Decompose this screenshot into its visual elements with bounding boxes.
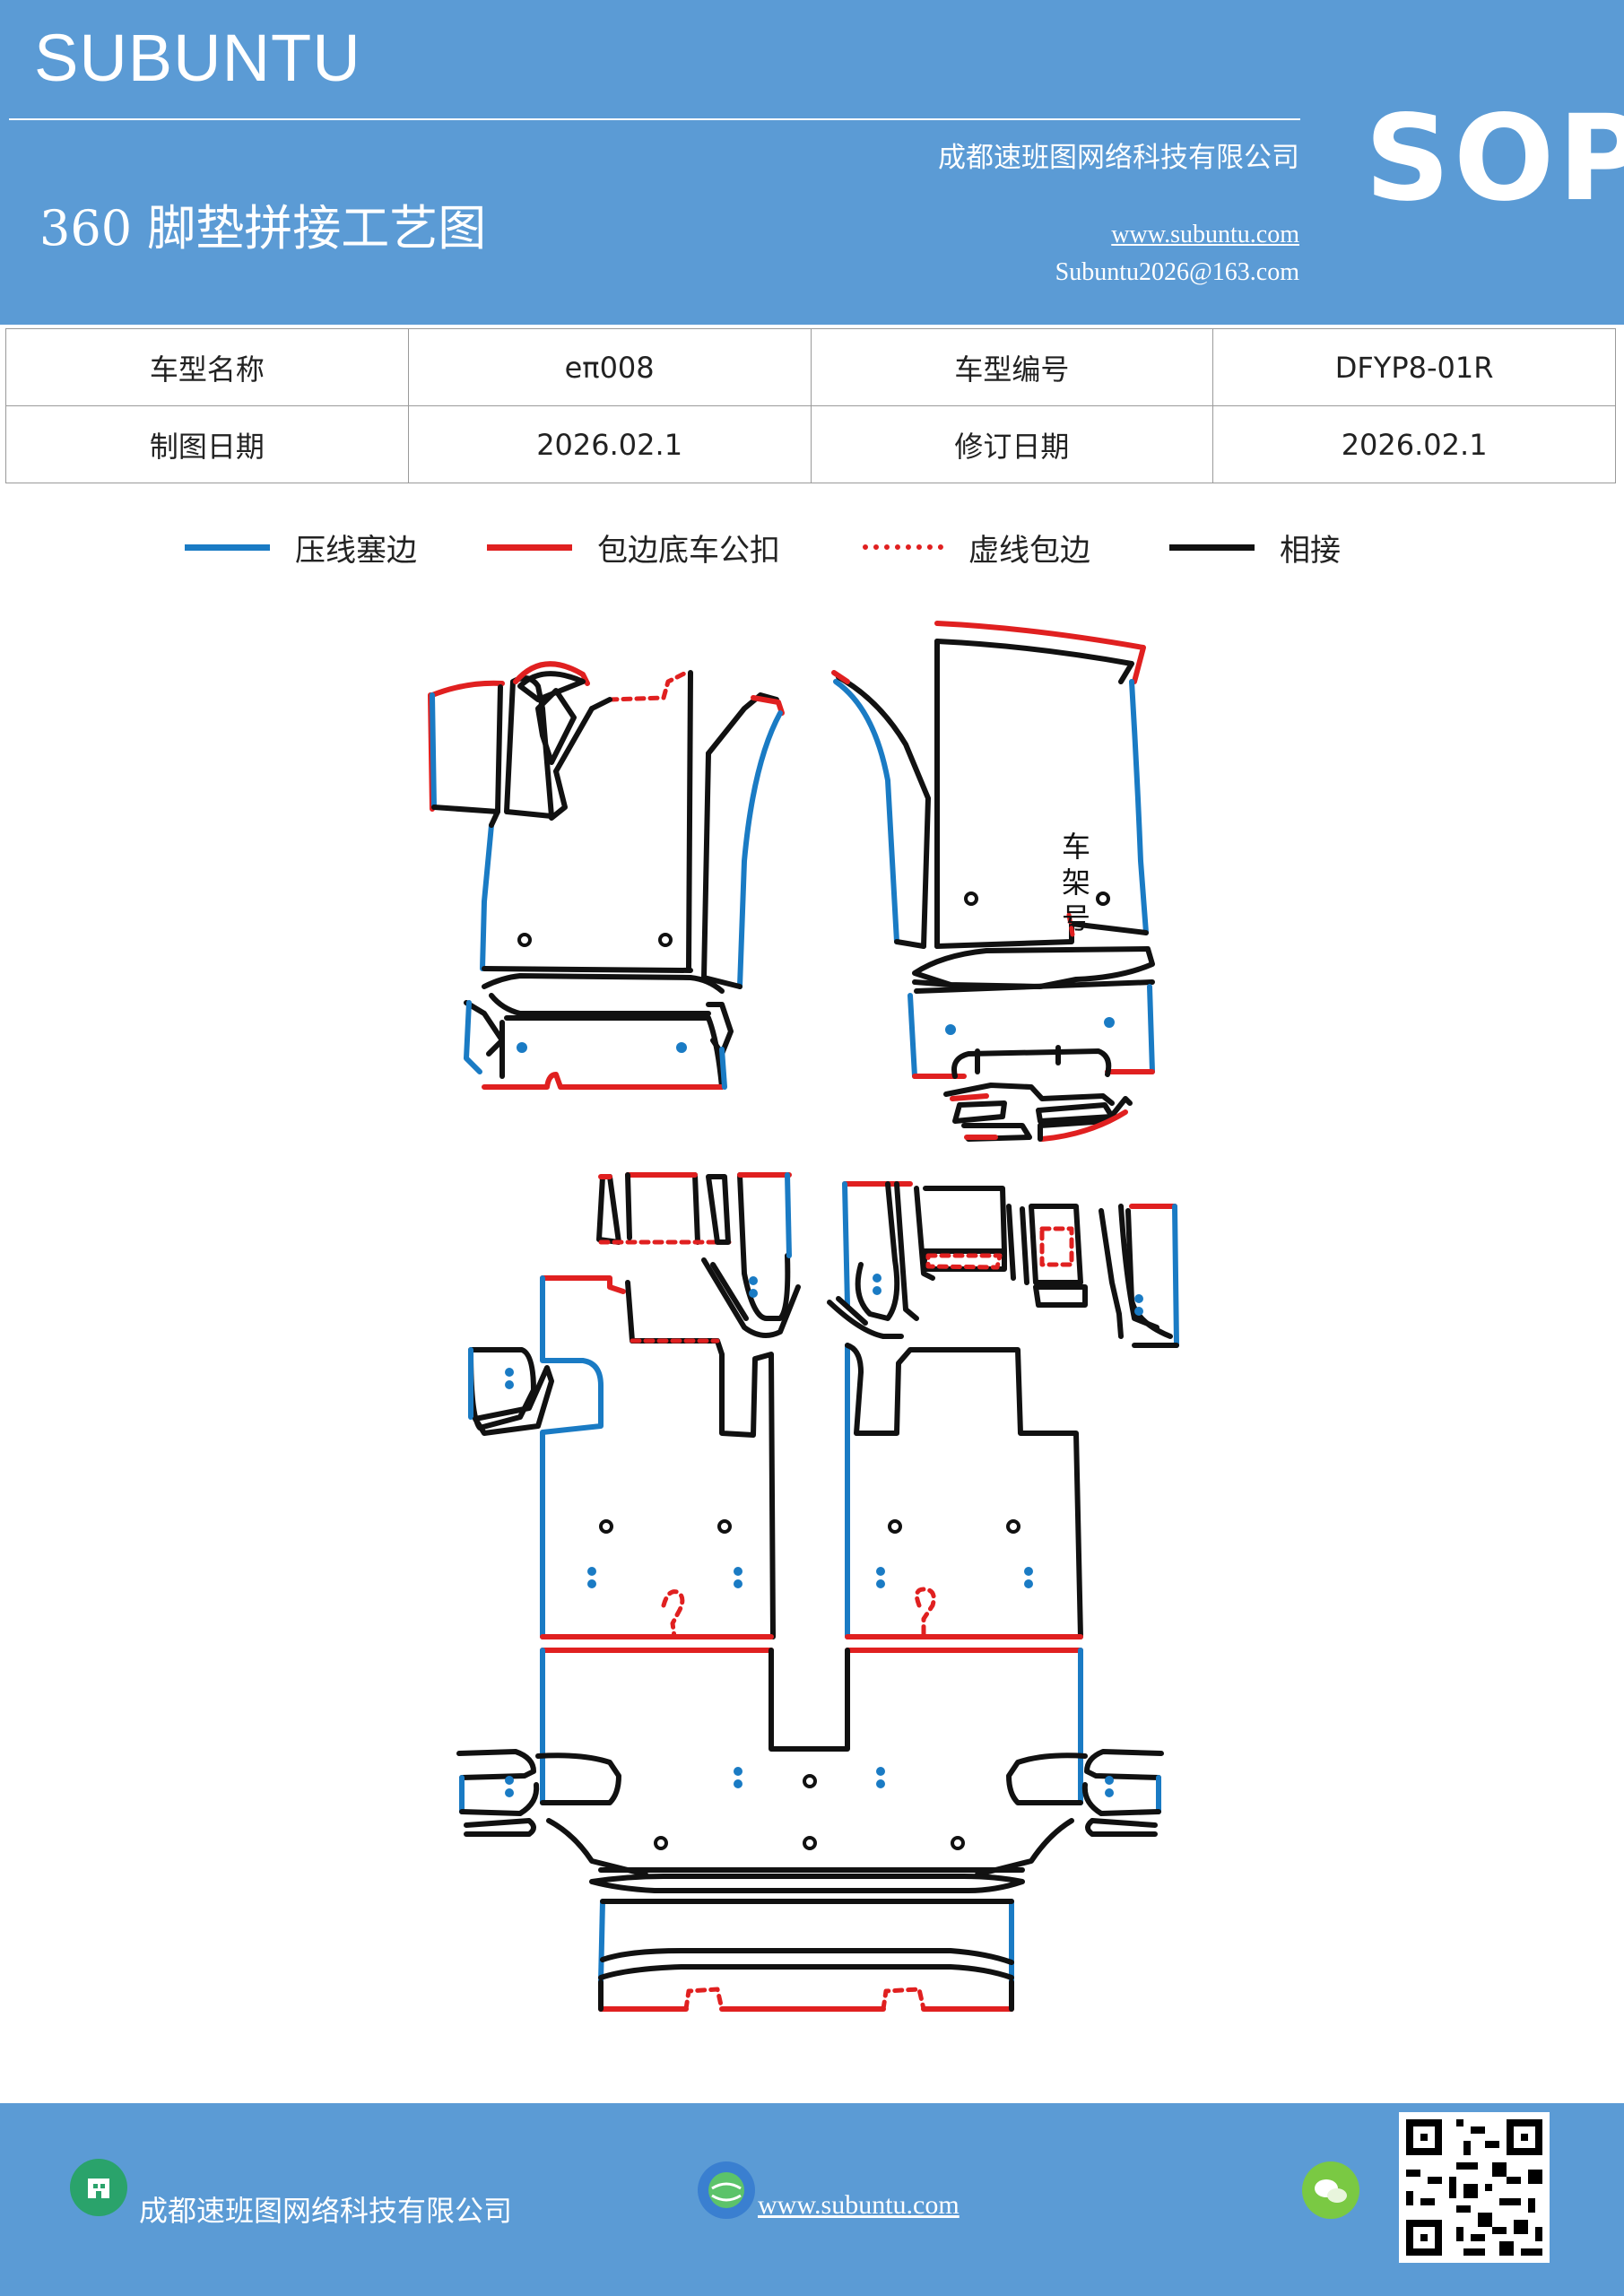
mounting-hole	[717, 1519, 732, 1534]
email-address: Subuntu2026@163.com	[1055, 258, 1299, 286]
frame-number-char: 架	[1062, 865, 1090, 900]
model-name-label: 车型名称	[5, 328, 409, 406]
footer-company-name: 成都速班图网络科技有限公司	[139, 2194, 513, 2228]
legend-swatch-red-dotted	[863, 544, 943, 550]
mounting-hole	[658, 933, 673, 947]
table-row: 车型名称 eπ008 车型编号 DFYP8-01R	[5, 328, 1616, 406]
frame-number-char: 车	[1062, 830, 1090, 864]
clip-dot	[876, 1767, 885, 1776]
clip-dot	[1134, 1294, 1143, 1303]
legend-label: 压线塞边	[295, 532, 417, 569]
clip-dot	[734, 1767, 743, 1776]
clip-dot	[505, 1776, 514, 1785]
legend-item-press: 压线塞边	[185, 525, 417, 570]
clip-dot	[1024, 1567, 1033, 1576]
vehicle-info-table: 车型名称 eπ008 车型编号 DFYP8-01R 制图日期 2026.02.1…	[5, 328, 1616, 483]
frame-number-char: 号	[1062, 901, 1090, 935]
model-code-value: DFYP8-01R	[1212, 328, 1616, 406]
legend-label: 相接	[1280, 532, 1341, 569]
page-title: 360 脚垫拼接工艺图	[39, 200, 487, 257]
sop-badge: SOP	[1365, 90, 1624, 228]
clip-dot	[873, 1286, 881, 1295]
header-band	[0, 0, 1624, 325]
clip-dot	[734, 1567, 743, 1576]
mounting-hole	[654, 1836, 668, 1850]
clip-dot	[876, 1567, 885, 1576]
mounting-hole	[803, 1774, 817, 1788]
legend-swatch-red	[487, 544, 572, 551]
mounting-hole	[517, 933, 532, 947]
legend-item-wrap: 包边底车公扣	[487, 525, 780, 570]
clip-dot	[505, 1368, 514, 1377]
clip-dot	[734, 1579, 743, 1588]
legend-item-join: 相接	[1169, 525, 1341, 570]
clip-dot	[505, 1788, 514, 1797]
legend-swatch-black	[1169, 544, 1255, 551]
website-link[interactable]: www.subuntu.com	[1111, 221, 1299, 248]
clip-dot	[873, 1274, 881, 1283]
clip-dot	[587, 1567, 596, 1576]
rear-left-mat	[468, 1172, 801, 1639]
clip-dot	[1105, 1788, 1114, 1797]
rear-lower-mat	[456, 1648, 1164, 2012]
clip-dot	[587, 1579, 596, 1588]
company-icon	[70, 2159, 127, 2216]
clip-dot	[517, 1042, 527, 1053]
clip-dot	[749, 1289, 758, 1298]
brand-logo-text: SUBUNTU	[34, 21, 361, 95]
mounting-hole	[599, 1519, 613, 1534]
clip-dot	[876, 1779, 885, 1788]
revision-date-label: 修订日期	[810, 405, 1214, 483]
clip-dot	[505, 1380, 514, 1389]
qr-code	[1399, 2112, 1550, 2263]
driver-front-mat	[428, 661, 785, 1090]
mounting-hole	[1096, 891, 1110, 906]
model-name-value: eπ008	[407, 328, 812, 406]
draw-date-value: 2026.02.1	[407, 405, 812, 483]
mounting-hole	[1006, 1519, 1020, 1534]
revision-date-value: 2026.02.1	[1212, 405, 1616, 483]
table-row: 制图日期 2026.02.1 修订日期 2026.02.1	[5, 405, 1616, 483]
draw-date-label: 制图日期	[5, 405, 409, 483]
passenger-front-mat: 车 架 号	[831, 621, 1155, 1142]
clip-dot	[1104, 1017, 1115, 1028]
company-name: 成都速班图网络科技有限公司	[938, 142, 1299, 174]
clip-dot	[945, 1024, 956, 1035]
mounting-hole	[803, 1836, 817, 1850]
clip-dot	[749, 1276, 758, 1285]
clip-dot	[734, 1779, 743, 1788]
clip-dot	[1105, 1776, 1114, 1785]
mounting-hole	[888, 1519, 902, 1534]
header-divider	[9, 118, 1300, 120]
globe-icon	[698, 2161, 755, 2219]
rear-right-mat	[827, 1181, 1179, 1639]
mounting-hole	[964, 891, 978, 906]
clip-dot	[1134, 1307, 1143, 1316]
legend-label: 包边底车公扣	[597, 532, 780, 569]
mounting-hole	[951, 1836, 965, 1850]
legend-swatch-blue	[185, 544, 270, 551]
clip-dot	[1024, 1579, 1033, 1588]
footer-website-link[interactable]: www.subuntu.com	[758, 2190, 960, 2220]
clip-dot	[676, 1042, 687, 1053]
wechat-icon	[1302, 2161, 1359, 2219]
line-legend: 压线塞边 包边底车公扣 虚线包边 相接	[0, 525, 1624, 570]
legend-label: 虚线包边	[968, 532, 1090, 569]
clip-dot	[876, 1579, 885, 1588]
legend-item-dotted: 虚线包边	[863, 525, 1090, 570]
model-code-label: 车型编号	[810, 328, 1214, 406]
